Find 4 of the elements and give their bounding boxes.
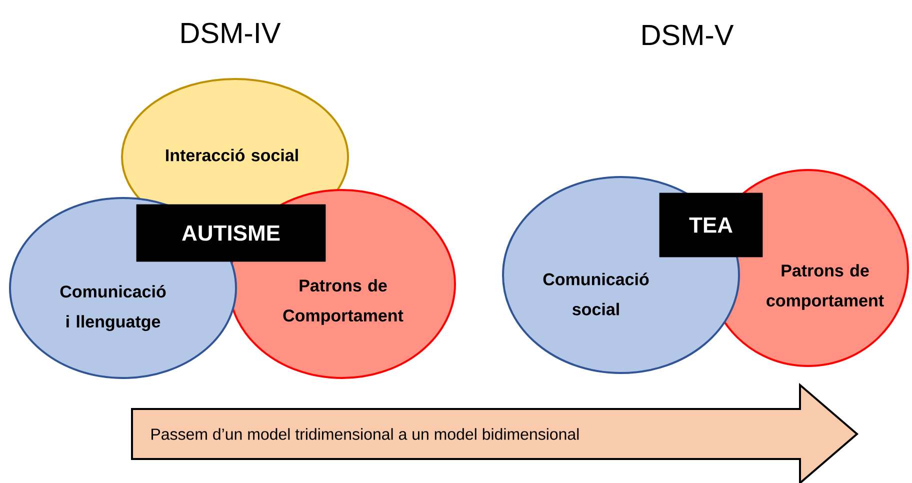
title: DSM-IV [182, 22, 281, 44]
label-box: AUTISME [136, 204, 326, 262]
label-box: TEA [659, 192, 763, 258]
title: DSM-V [642, 24, 734, 46]
